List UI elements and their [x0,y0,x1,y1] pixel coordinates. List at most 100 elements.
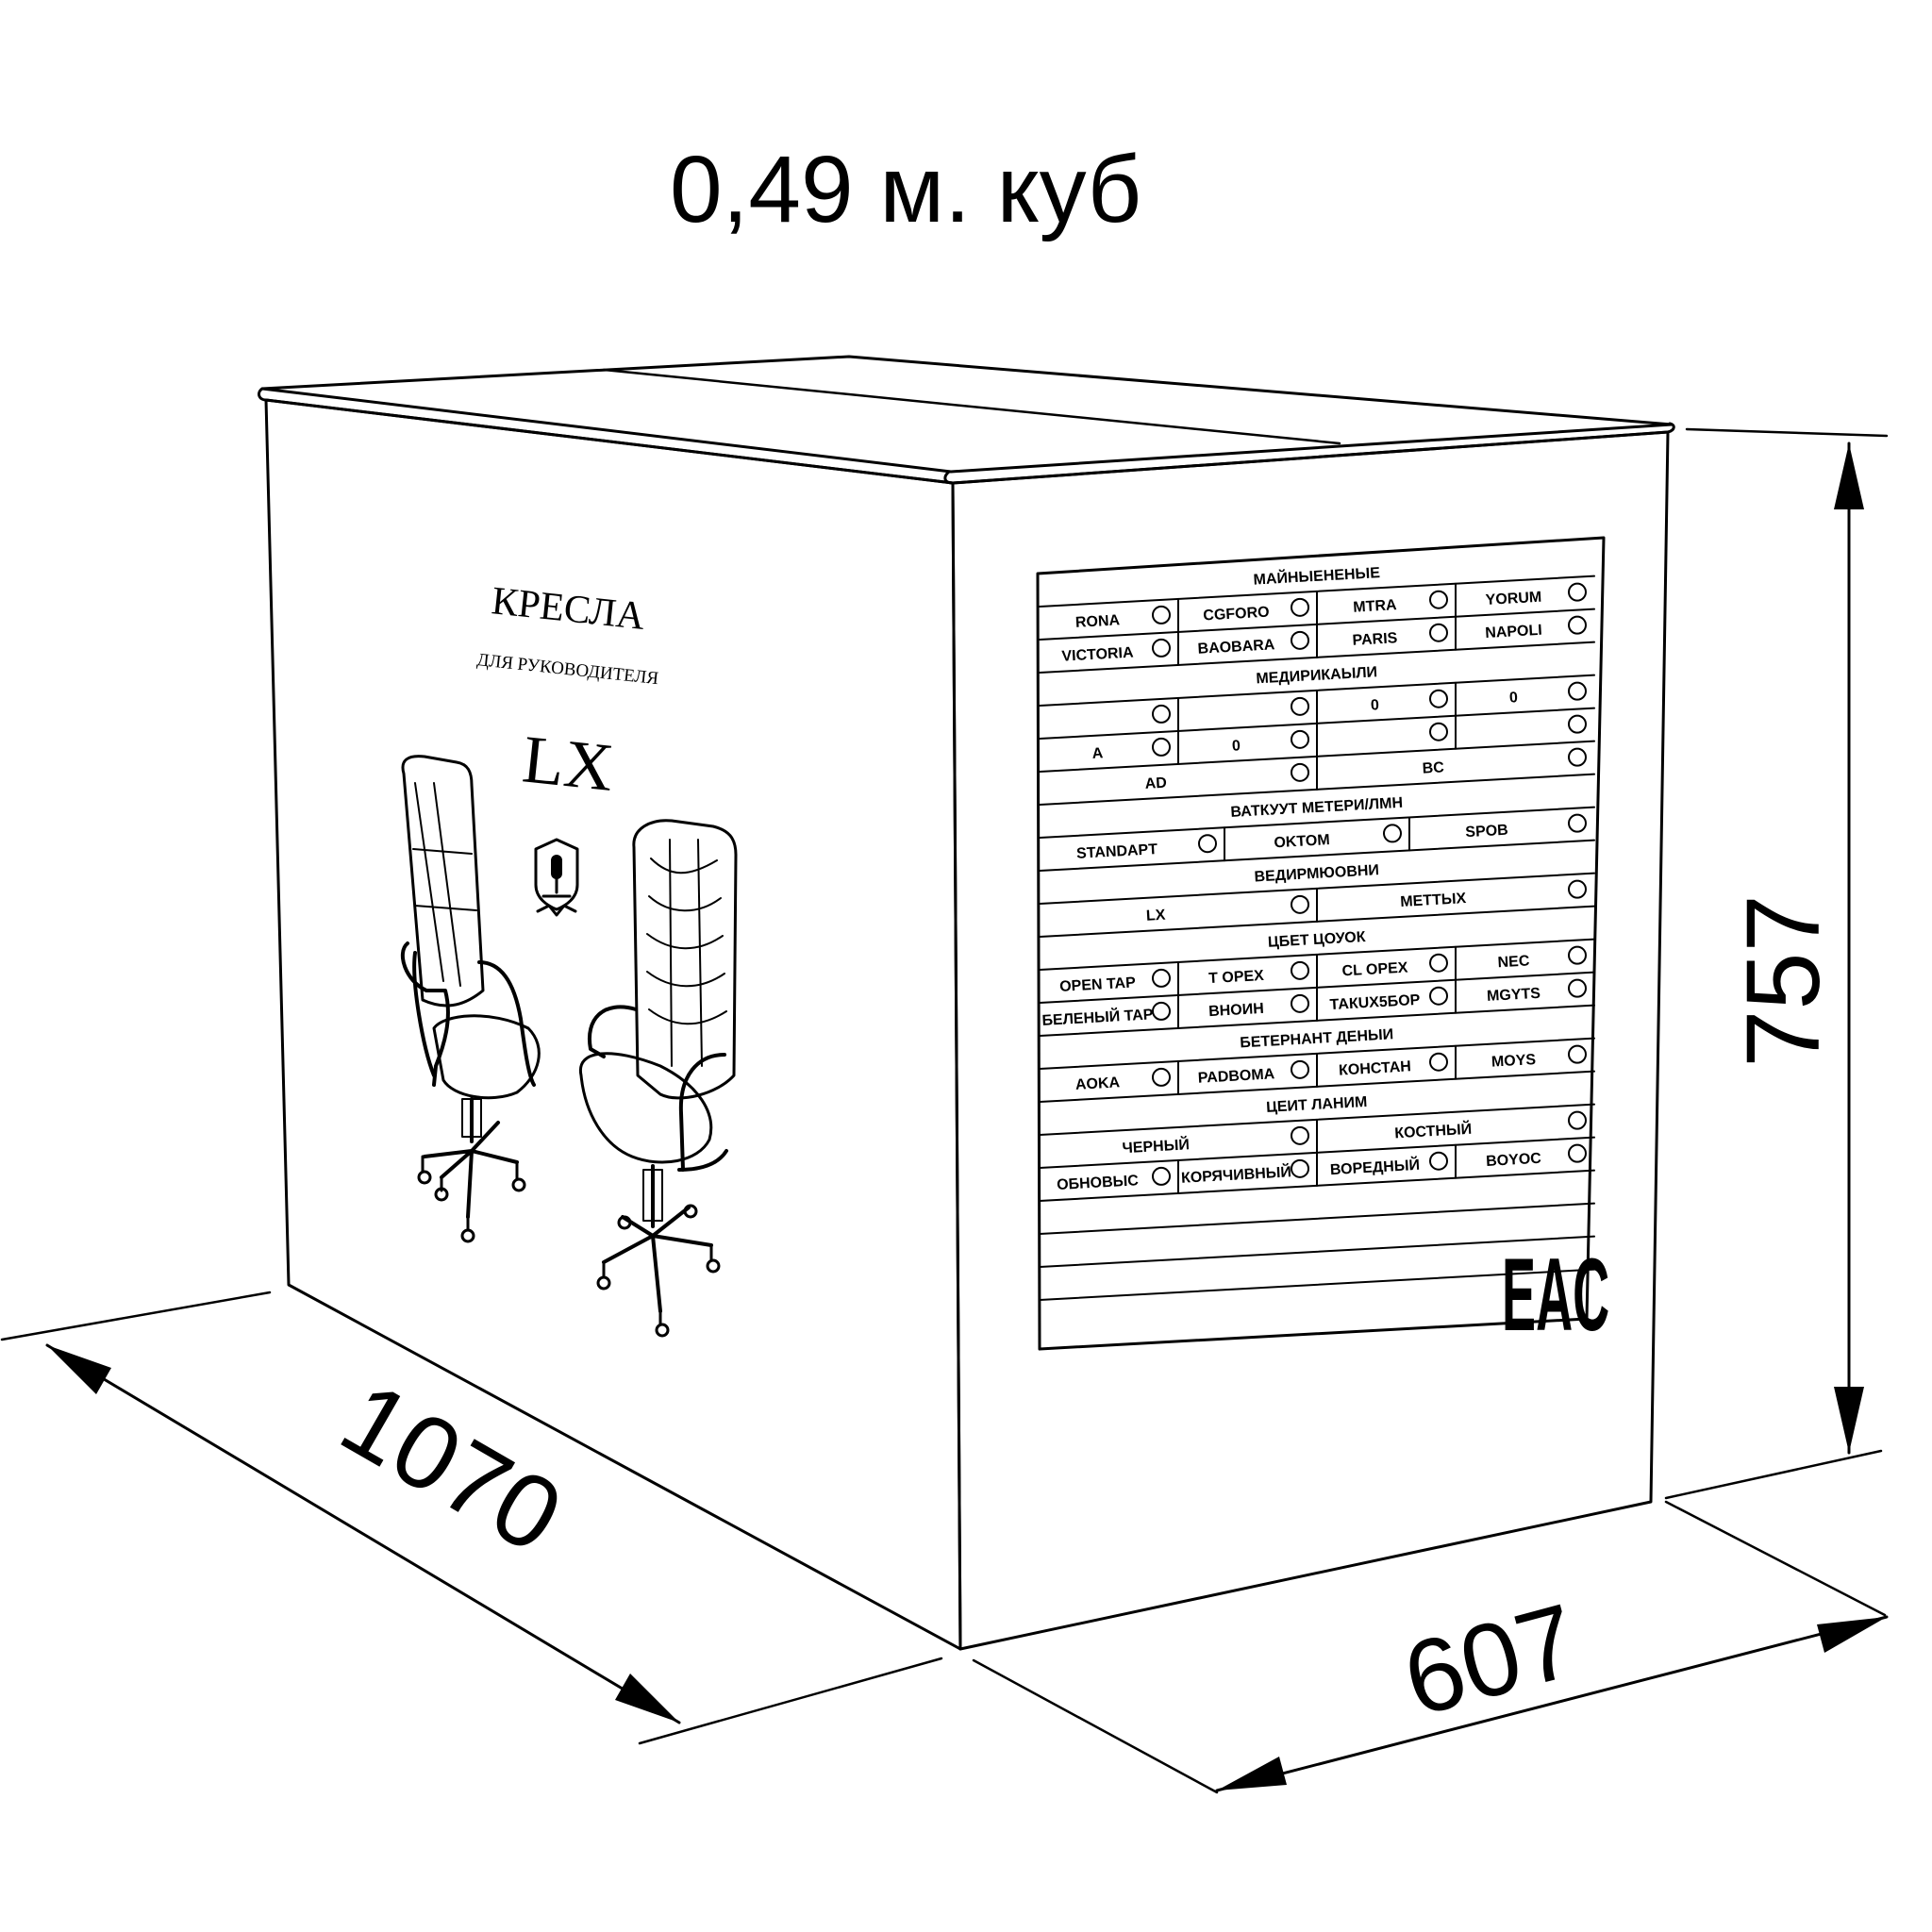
checkbox-circle-icon[interactable] [1568,1110,1587,1130]
table-cell-label: LX [1146,908,1167,924]
checkbox-circle-icon[interactable] [1429,590,1448,609]
checkbox-circle-icon[interactable] [1152,1067,1171,1087]
checkbox-circle-icon[interactable] [1291,597,1309,617]
arrow-up-icon [1834,443,1864,509]
checkbox-circle-icon[interactable] [1291,1059,1309,1079]
checkbox-circle-icon[interactable] [1152,1166,1171,1186]
checkbox-circle-icon[interactable] [1568,1143,1587,1163]
width-dimension: 607 [972,1500,1889,1794]
table-cell-label: 0 [1509,690,1519,706]
checkbox-circle-icon[interactable] [1568,714,1587,734]
height-value: 757 [1725,894,1841,1068]
table-header-label: МАЙНЫЕНЕНЫЕ [1253,563,1381,588]
table-cell-label: BC [1422,759,1444,776]
length-dimension: 1070 [0,1291,943,1745]
checkbox-circle-icon[interactable] [1568,945,1587,965]
box-front-face [951,430,1670,1651]
side-title: КРЕСЛА [490,579,647,639]
table-cell-label: NAPOLI [1485,623,1542,641]
checkbox-circle-icon[interactable] [1568,582,1587,602]
checkbox-circle-icon[interactable] [1198,834,1217,854]
table-cell-label: CGFORO [1203,605,1270,625]
table-cell-label: OPEN TAP [1059,974,1137,994]
table-cell-label: BOYOC [1486,1151,1542,1170]
arrow-left-icon [1217,1757,1287,1790]
table-header-label: МЕДИРИКАЫЛИ [1256,664,1378,687]
eac-mark-icon: EAC [1502,1238,1609,1353]
checkbox-circle-icon[interactable] [1568,879,1587,899]
checkbox-circle-icon[interactable] [1152,605,1171,625]
table-cell-label: OKTOM [1274,832,1330,851]
table-cell-label: YORUM [1485,590,1541,608]
checkbox-circle-icon[interactable] [1291,1158,1309,1178]
checkbox-circle-icon[interactable] [1152,737,1171,757]
table-cell-label: PARIS [1352,630,1398,649]
checkbox-circle-icon[interactable] [1429,1052,1448,1072]
side-panel: КРЕСЛА ДЛЯ РУКОВОДИТЕЛЯ LX [400,579,738,1338]
checkbox-circle-icon[interactable] [1152,1001,1171,1021]
checkbox-circle-icon[interactable] [1568,615,1587,635]
box-top-seam [602,368,1341,445]
checkbox-circle-icon[interactable] [1383,824,1402,843]
checkbox-circle-icon[interactable] [1291,630,1309,650]
checkbox-circle-icon[interactable] [1568,747,1587,767]
checkbox-circle-icon[interactable] [1152,704,1171,724]
row-divider [1039,839,1595,872]
side-subtitle: ДЛЯ РУКОВОДИТЕЛЯ [475,650,659,689]
table-row [1039,1202,1595,1235]
volume-label: 0,49 м. куб [670,137,1141,242]
checkbox-circle-icon[interactable] [1152,968,1171,988]
table-cell-label: 0 [1371,697,1380,713]
checkbox-circle-icon[interactable] [1429,689,1448,708]
eac-mark-text: EAC [1502,1238,1609,1353]
table-cell-label: КОРЯЧИВНЫЙ [1180,1162,1291,1187]
table-header-label: ВЕДИРМЮОВНИ [1254,862,1379,885]
checkbox-circle-icon[interactable] [1429,722,1448,741]
checkbox-circle-icon[interactable] [1429,1151,1448,1171]
checkbox-circle-icon[interactable] [1568,681,1587,701]
table-cell-label: CL OPEX [1341,959,1408,979]
table-cell-label: ВОРЕДНЫЙ [1329,1156,1420,1178]
table-row [1039,1235,1595,1268]
checkbox-circle-icon[interactable] [1429,986,1448,1006]
table-cell-label: SPOB [1465,823,1508,841]
table-cell-label: БЕЛЕНЫЙ TAP [1041,1005,1154,1029]
table-row: LX METTЫХ [1039,879,1595,938]
tufted-office-chair-icon [578,819,738,1338]
checkbox-circle-icon[interactable] [1291,762,1309,782]
checkbox-circle-icon[interactable] [1291,894,1309,914]
table-cell-label: METTЫХ [1400,891,1467,910]
box-top-edge-left [258,387,955,485]
table-cell-label: VICTORIA [1061,644,1134,664]
table-header-label: ЦБЕТ ЦОУОК [1268,929,1367,951]
checkbox-circle-icon[interactable] [1291,993,1309,1013]
checkbox-circle-icon[interactable] [1568,1044,1587,1064]
arrow-upleft-icon [47,1345,111,1394]
arrow-downright-icon [615,1674,679,1723]
checkbox-circle-icon[interactable] [1291,729,1309,749]
office-chair-icon [400,755,541,1243]
table-header-label: ВАТКУУТ МЕТЕРИ/ЛМН [1230,795,1403,821]
checkbox-circle-icon[interactable] [1568,978,1587,998]
checkbox-circle-icon[interactable] [1568,813,1587,833]
checkbox-circle-icon[interactable] [1152,638,1171,658]
checkbox-circle-icon[interactable] [1291,960,1309,980]
table-cell-label: A [1091,745,1104,762]
checkbox-circle-icon[interactable] [1429,953,1448,973]
table-cell-label: ВНОИН [1208,1001,1264,1020]
row-divider [1039,1268,1595,1301]
checkbox-circle-icon[interactable] [1429,623,1448,642]
checkbox-circle-icon[interactable] [1291,1125,1309,1145]
length-value: 1070 [323,1359,580,1575]
checkbox-circle-icon[interactable] [1291,696,1309,716]
table-cell-label: AOKA [1074,1074,1120,1093]
table-cell-label: RONA [1074,612,1120,631]
side-model: LX [519,721,617,806]
table-row [1039,1268,1595,1301]
